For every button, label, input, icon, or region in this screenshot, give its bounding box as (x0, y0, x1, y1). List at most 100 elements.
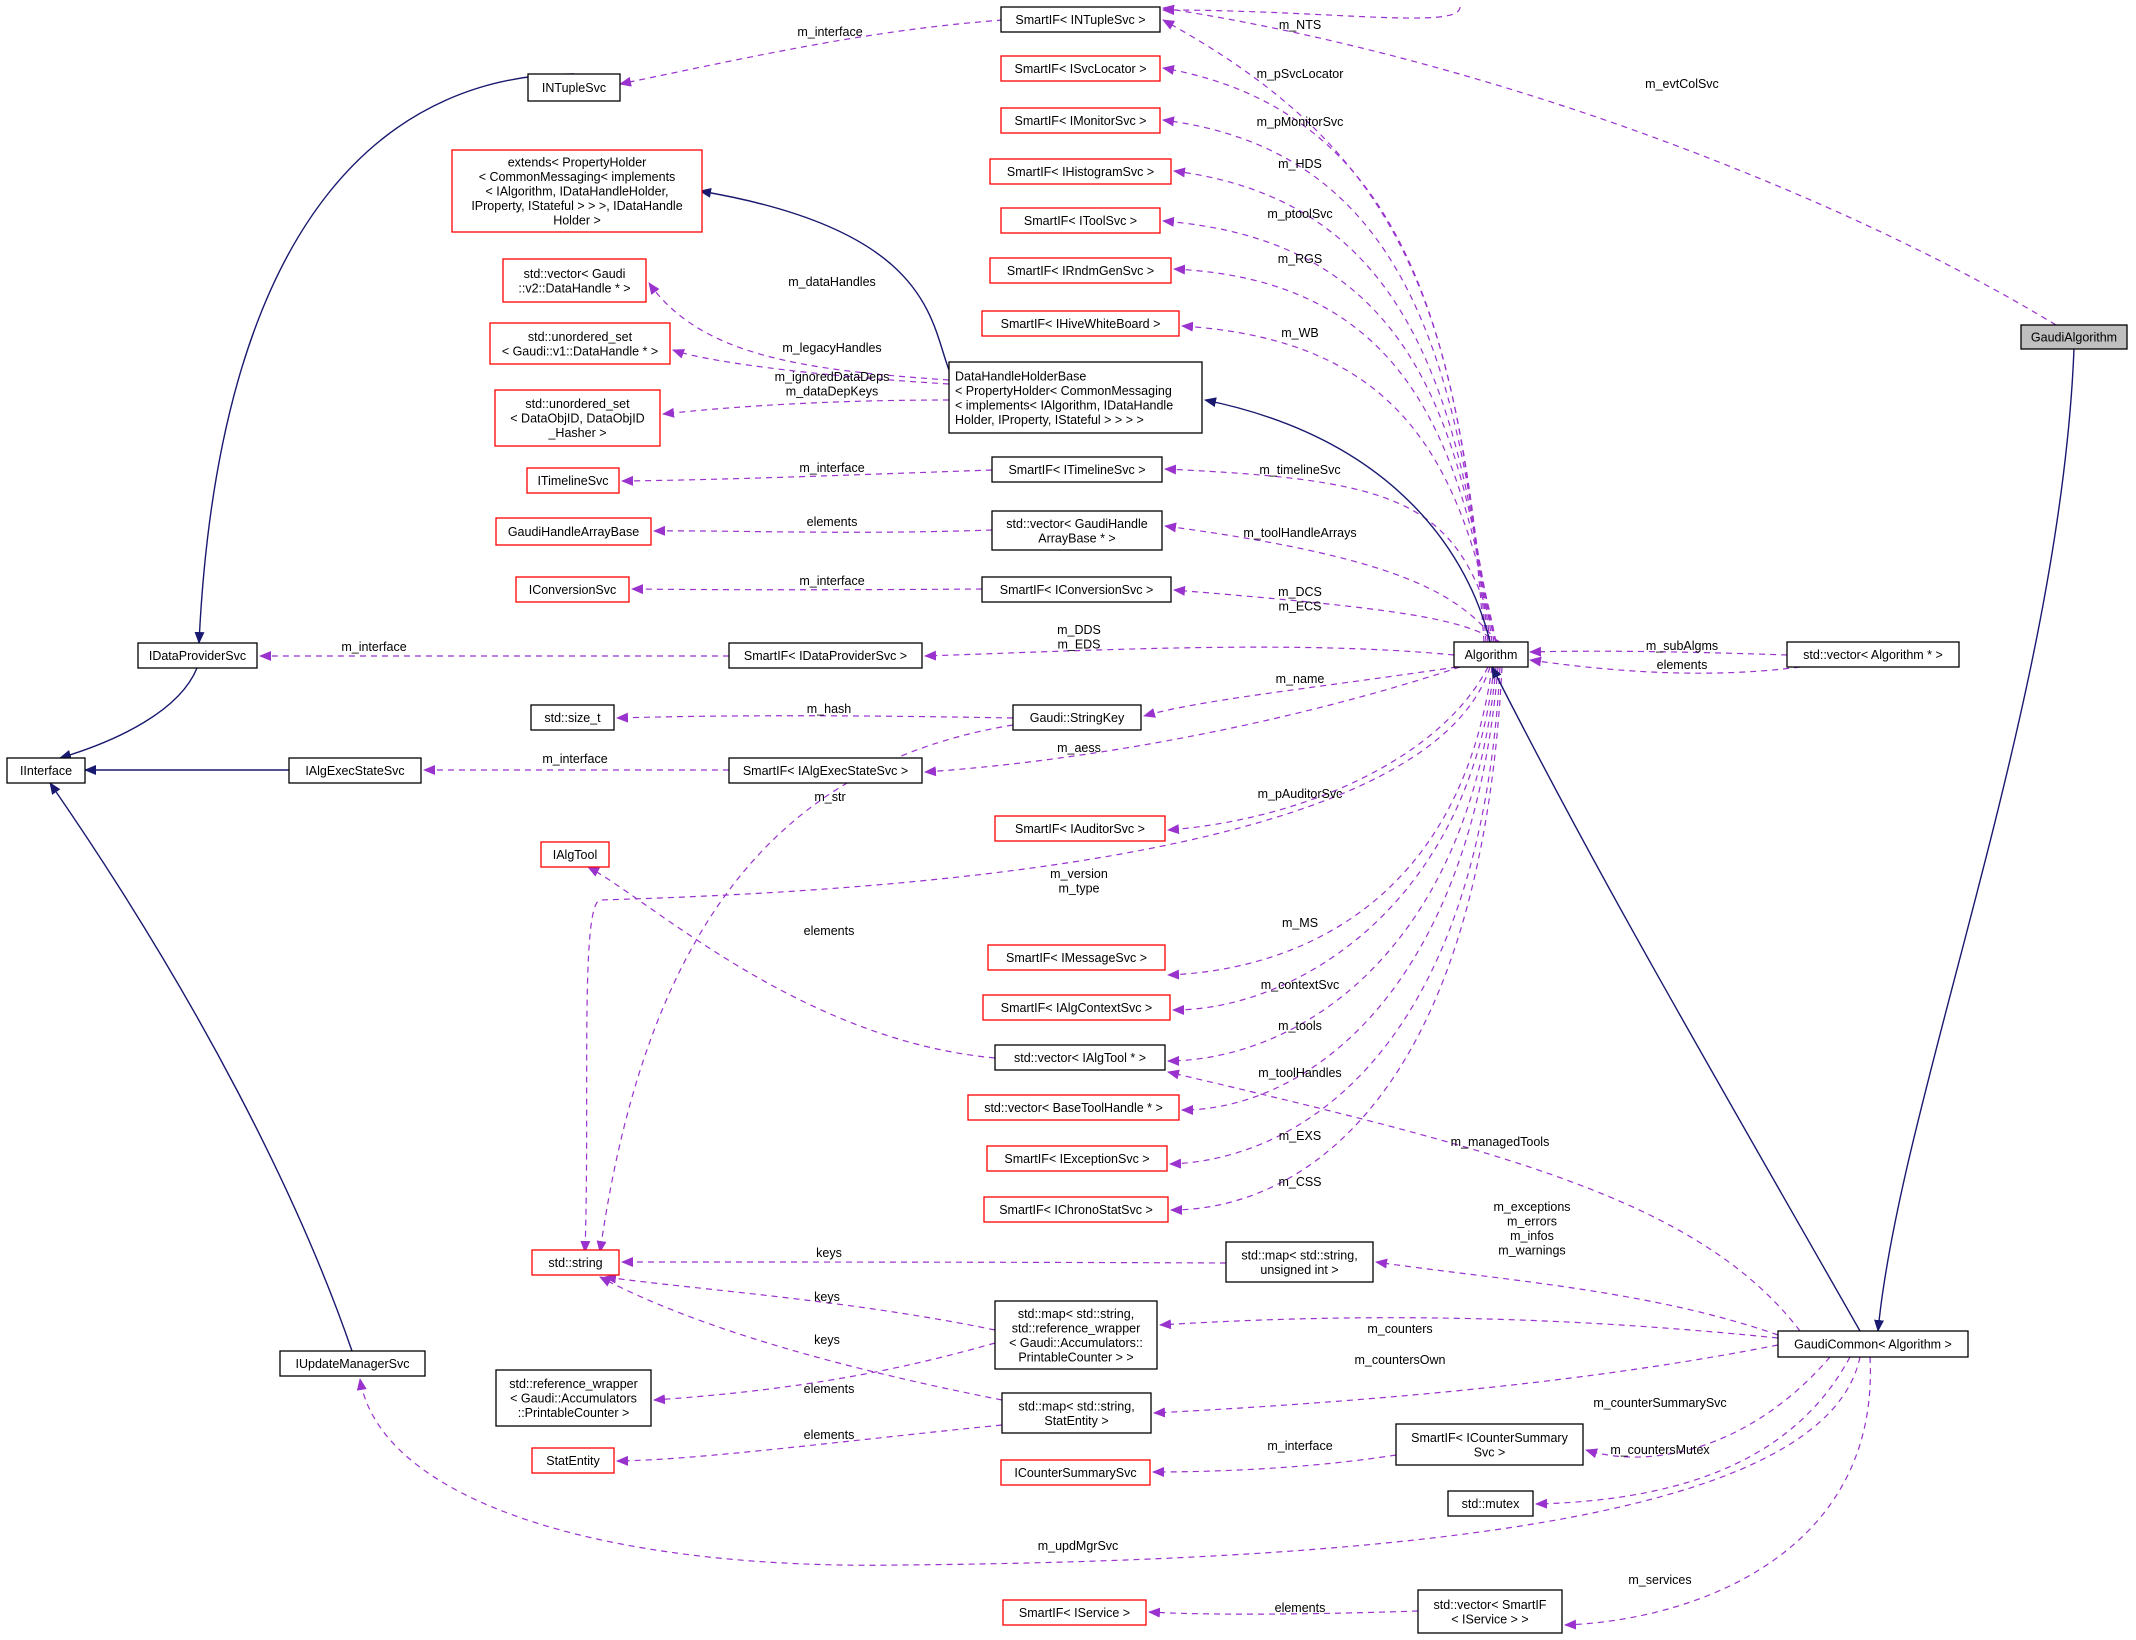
class-node-iservice-sif[interactable]: SmartIF< IService > (1002, 1599, 1147, 1626)
node-box (531, 1447, 615, 1474)
node-box (1001, 1392, 1152, 1434)
edge-label: m_RGS (1278, 252, 1322, 266)
class-node-irndm-sif[interactable]: SmartIF< IRndmGenSvc > (989, 257, 1172, 284)
class-node-iconv[interactable]: IConversionSvc (515, 576, 630, 603)
node-label: std::vector< BaseToolHandle * > (984, 1101, 1163, 1115)
edge-label: m_services (1628, 1573, 1691, 1587)
node-label: GaudiHandleArrayBase (508, 525, 639, 539)
class-node-idp[interactable]: IDataProviderSvc (137, 642, 258, 669)
class-node-imon-sif[interactable]: SmartIF< IMonitorSvc > (1000, 107, 1161, 134)
edge-label: m_HDS (1278, 157, 1322, 171)
class-node-imsg-sif[interactable]: SmartIF< IMessageSvc > (987, 944, 1166, 971)
class-node-string[interactable]: std::string (531, 1249, 620, 1276)
node-label: std::vector< SmartIF< IService > > (1434, 1598, 1547, 1627)
class-node-ghab[interactable]: GaudiHandleArrayBase (495, 517, 652, 546)
class-node-uset-doid[interactable]: std::unordered_set< DataObjID, DataObjID… (494, 389, 661, 447)
node-box (495, 1369, 652, 1427)
node-box (982, 994, 1171, 1021)
usage-edge (1148, 1607, 1419, 1618)
class-node-ialgtool[interactable]: IAlgTool (540, 841, 610, 868)
class-node-iaes[interactable]: IAlgExecStateSvc (288, 757, 422, 784)
class-node-refwrap[interactable]: std::reference_wrapper< Gaudi::Accumulat… (495, 1369, 652, 1427)
class-node-vec-dh[interactable]: std::vector< Gaudi::v2::DataHandle * > (502, 258, 647, 303)
class-node-algorithm[interactable]: Algorithm (1453, 641, 1529, 668)
node-box (451, 149, 703, 233)
node-label: std::map< std::string,unsigned int > (1241, 1248, 1357, 1277)
node-box (489, 322, 671, 365)
edge-label: elements (1657, 658, 1708, 672)
node-label: DataHandleHolderBase< PropertyHolder< Co… (955, 369, 1173, 427)
class-node-gaudialg[interactable]: GaudiAlgorithm (2020, 324, 2128, 350)
node-box (994, 1300, 1158, 1370)
class-node-itimeline[interactable]: ITimelineSvc (526, 467, 620, 494)
edge-label: elements (804, 1382, 855, 1396)
class-node-itool-sif[interactable]: SmartIF< IToolSvc > (1000, 207, 1161, 234)
class-node-ictx-sif[interactable]: SmartIF< IAlgContextSvc > (982, 994, 1171, 1021)
class-node-iinterface[interactable]: IInterface (6, 757, 86, 784)
class-node-idp-sif[interactable]: SmartIF< IDataProviderSvc > (728, 642, 923, 669)
class-node-gc[interactable]: GaudiCommon< Algorithm > (1777, 1330, 1969, 1358)
class-node-map-pc[interactable]: std::map< std::string,std::reference_wra… (994, 1300, 1158, 1370)
edge-label: m_EXS (1279, 1129, 1321, 1143)
class-node-ihist-sif[interactable]: SmartIF< IHistogramSvc > (989, 158, 1172, 185)
edge-label: m_hash (807, 702, 852, 716)
node-box (1000, 207, 1161, 234)
class-node-vec-algtool[interactable]: std::vector< IAlgTool * > (994, 1044, 1166, 1071)
usage-edge (596, 724, 1014, 1253)
class-node-vec-service[interactable]: std::vector< SmartIF< IService > > (1417, 1589, 1563, 1634)
class-node-itimeline-sif[interactable]: SmartIF< ITimelineSvc > (991, 456, 1163, 483)
node-box (1777, 1330, 1969, 1358)
edge-label: m_pSvcLocator (1257, 67, 1344, 81)
class-node-uset-dh[interactable]: std::unordered_set< Gaudi::v1::DataHandl… (489, 322, 671, 365)
class-node-strkey[interactable]: Gaudi::StringKey (1012, 704, 1142, 731)
edge-label: m_interface (542, 752, 607, 766)
class-node-intuple-sif[interactable]: SmartIF< INTupleSvc > (1000, 6, 1161, 33)
class-node-statentity[interactable]: StatEntity (531, 1447, 615, 1474)
class-node-extends[interactable]: extends< PropertyHolder< CommonMessaging… (451, 149, 703, 233)
class-node-dhhb[interactable]: DataHandleHolderBase< PropertyHolder< Co… (948, 361, 1203, 434)
nodes-layer: GaudiAlgorithm SmartIF< INTupleSvc > Smart… (6, 6, 2128, 1634)
node-label: SmartIF< IToolSvc > (1024, 214, 1137, 228)
class-node-iupd[interactable]: IUpdateManagerSvc (279, 1350, 426, 1377)
class-node-iconv-sif[interactable]: SmartIF< IConversionSvc > (981, 576, 1172, 603)
edge-label: keys (814, 1333, 840, 1347)
class-node-vec-alg[interactable]: std::vector< Algorithm * > (1786, 641, 1960, 668)
inheritance-edge (1491, 666, 1861, 1332)
class-node-mutex[interactable]: std::mutex (1447, 1490, 1534, 1517)
edge-label: m_counters (1367, 1322, 1432, 1336)
usage-edge (1173, 264, 1495, 643)
node-label: std::unordered_set< Gaudi::v1::DataHandl… (502, 330, 658, 359)
class-node-map-se[interactable]: std::map< std::string,StatEntity > (1001, 1392, 1152, 1434)
node-label: ITimelineSvc (537, 474, 608, 488)
node-label: std::size_t (544, 711, 601, 725)
class-node-sizet[interactable]: std::size_t (530, 704, 615, 731)
usage-edge (648, 282, 950, 381)
class-node-ichrono-sif[interactable]: SmartIF< IChronoStatSvc > (983, 1196, 1169, 1223)
node-label: std::string (548, 1256, 602, 1270)
usage-edge (1164, 464, 1497, 643)
edge-label: m_aess (1057, 741, 1101, 755)
edge-label: m_updMgrSvc (1038, 1539, 1119, 1553)
class-node-icsum[interactable]: ICounterSummarySvc (1000, 1459, 1151, 1486)
edge-label: m_managedTools (1451, 1135, 1550, 1149)
class-node-iaes-sif[interactable]: SmartIF< IAlgExecStateSvc > (728, 757, 923, 784)
class-node-isvcloc-sif[interactable]: SmartIF< ISvcLocator > (1000, 55, 1161, 82)
node-box (1000, 6, 1161, 33)
usage-edge (616, 1424, 1003, 1466)
usage-edge (924, 666, 1461, 777)
node-label: SmartIF< IConversionSvc > (1000, 583, 1154, 597)
class-node-iaud-sif[interactable]: SmartIF< IAuditorSvc > (994, 815, 1166, 842)
class-node-intuplesvc[interactable]: INTupleSvc (527, 73, 621, 102)
node-label: std::unordered_set< DataObjID, DataObjID… (510, 397, 644, 440)
class-node-map-uint[interactable]: std::map< std::string,unsigned int > (1225, 1241, 1374, 1283)
node-box (540, 841, 610, 868)
edge-label: m_contextSvc (1261, 978, 1340, 992)
node-box (1417, 1589, 1563, 1634)
class-node-ihive-sif[interactable]: SmartIF< IHiveWhiteBoard > (981, 310, 1180, 337)
class-node-vec-bth[interactable]: std::vector< BaseToolHandle * > (967, 1094, 1180, 1121)
node-label: INTupleSvc (542, 81, 606, 95)
class-node-iexc-sif[interactable]: SmartIF< IExceptionSvc > (986, 1145, 1168, 1172)
